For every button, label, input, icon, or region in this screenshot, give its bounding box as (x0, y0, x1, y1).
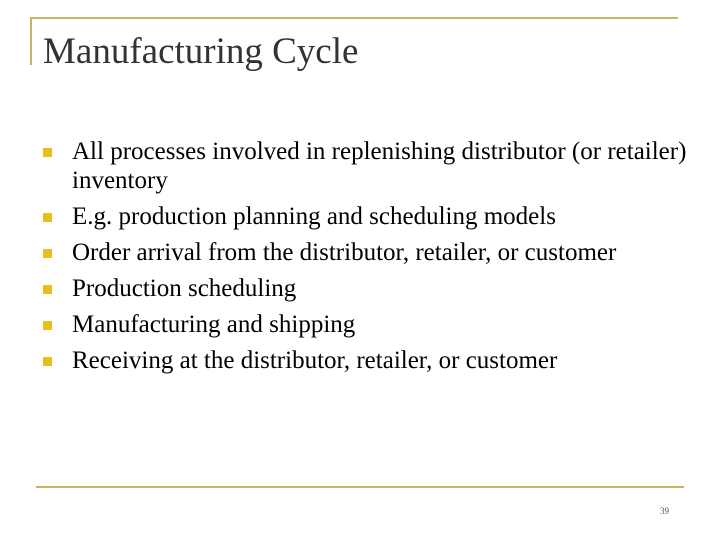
slide-title: Manufacturing Cycle (43, 31, 359, 72)
square-bullet-icon (43, 148, 52, 157)
bullet-text: Manufacturing and shipping (72, 311, 356, 338)
bullet-text: E.g. production planning and scheduling … (72, 203, 556, 230)
square-bullet-icon (43, 285, 52, 294)
bullet-text: Production scheduling (72, 275, 297, 302)
title-left-rule (30, 17, 32, 65)
bullet-item: Manufacturing and shipping (0, 310, 720, 339)
bullet-item: E.g. production planning and scheduling … (0, 202, 720, 231)
footer-rule (36, 486, 684, 488)
square-bullet-icon (43, 249, 52, 258)
bullet-item: Production scheduling (0, 274, 720, 303)
bullet-list: All processes involved in replenishing d… (0, 137, 720, 375)
square-bullet-icon (43, 321, 52, 330)
bullet-text: Order arrival from the distributor, reta… (72, 239, 617, 266)
square-bullet-icon (43, 213, 52, 222)
bullet-item: Order arrival from the distributor, reta… (0, 238, 720, 267)
square-bullet-icon (43, 357, 52, 366)
bullet-item: All processes involved in replenishing d… (0, 137, 720, 195)
title-top-rule (30, 17, 678, 19)
bullet-text: Receiving at the distributor, retailer, … (72, 347, 558, 374)
page-number: 39 (660, 506, 669, 516)
bullet-text: All processes involved in replenishing d… (72, 138, 687, 194)
bullet-item: Receiving at the distributor, retailer, … (0, 346, 720, 375)
